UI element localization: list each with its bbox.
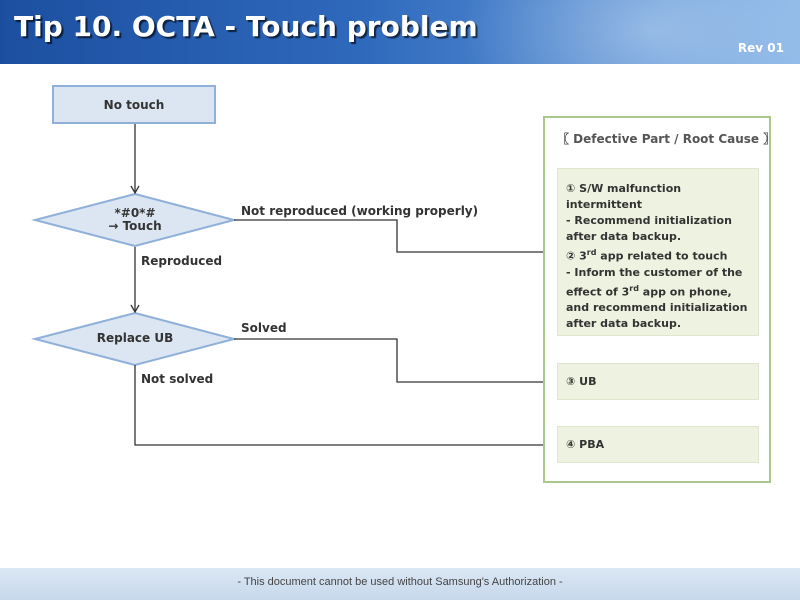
cause-pba: ④ PBA	[557, 426, 759, 463]
cause2-detail-line3: and recommend initialization	[566, 301, 748, 315]
label-not-reproduced: Not reproduced (working properly)	[241, 204, 479, 218]
cause2-title-sup: rd	[586, 248, 597, 257]
cause2-title-prefix: ② 3	[566, 249, 587, 263]
cause2-detail-sup: rd	[629, 283, 639, 293]
header-glow	[460, 0, 800, 64]
label-reproduced: Reproduced	[141, 254, 223, 268]
cause1-title-line2: intermittent	[566, 198, 643, 211]
cause-ub: ③ UB	[557, 363, 759, 400]
revision-label: Rev 01	[737, 41, 784, 55]
start-box-label: No touch	[103, 97, 165, 112]
cause2-detail-line4: after data backup.	[566, 317, 682, 331]
connector-not-solved	[134, 365, 554, 450]
decision-diamond-touch-test	[31, 192, 238, 248]
cause2-title: ② 3rd app related to touch	[566, 245, 752, 265]
cause2-detail-line1: - Inform the customer of the	[566, 265, 743, 279]
header-banner: Tip 10. OCTA - Touch problem Rev 01	[0, 0, 800, 64]
defective-part-title: 〖 Defective Part / Root Cause 〗	[557, 132, 776, 146]
decision1-label: *#0*# → Touch	[85, 207, 185, 233]
cause-sw-app: ① S/W malfunction intermittent - Recomme…	[557, 168, 759, 336]
connector-solved	[234, 338, 554, 387]
cause2-title-suffix: app related to touch	[596, 249, 728, 263]
page-title: Tip 10. OCTA - Touch problem	[14, 10, 478, 43]
connector-not-reproduced	[234, 219, 554, 257]
footer-note: - This document cannot be used without S…	[237, 576, 563, 588]
decision2-label: Replace UB	[96, 331, 174, 345]
label-solved: Solved	[241, 321, 287, 335]
cause2-detail-prefix: effect of 3	[566, 285, 630, 299]
cause1-title-line1: ① S/W malfunction	[566, 182, 682, 195]
cause1-detail-line1: - Recommend initialization	[566, 214, 732, 227]
cause2-detail-suffix: app on phone,	[638, 285, 732, 299]
cause-pba-label: ④ PBA	[566, 438, 605, 451]
cause2-detail-line2: effect of 3rd app on phone,	[566, 281, 752, 301]
label-not-solved: Not solved	[141, 372, 214, 386]
decision1-code: *#0*#	[114, 206, 156, 220]
cause-ub-label: ③ UB	[566, 375, 597, 388]
decision1-action: → Touch	[108, 219, 162, 233]
cause1-detail-line2: after data backup.	[566, 230, 682, 243]
footer-bar: - This document cannot be used without S…	[0, 568, 800, 600]
start-box: No touch	[52, 85, 216, 124]
